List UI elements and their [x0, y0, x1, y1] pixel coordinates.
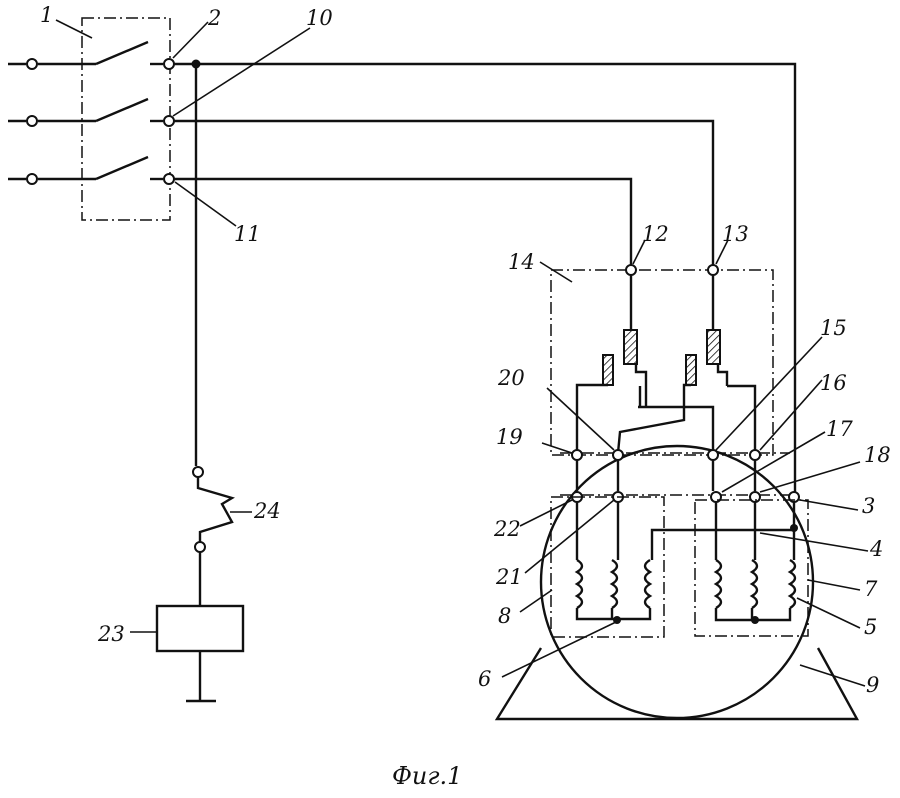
label-7: 7	[864, 577, 878, 601]
label-14: 14	[508, 250, 535, 274]
terminal-10	[163, 115, 175, 127]
terminal-16	[749, 449, 761, 461]
label-8: 8	[498, 604, 511, 628]
leader-lines	[55, 19, 869, 687]
terminal-12	[625, 264, 637, 276]
label-5: 5	[864, 615, 877, 639]
label-4: 4	[869, 537, 883, 561]
switch-enclosure	[81, 17, 171, 221]
label-2: 2	[207, 6, 221, 30]
label-1: 1	[40, 3, 53, 27]
label-13: 13	[722, 222, 749, 246]
motor	[494, 444, 860, 721]
motor-base	[494, 647, 860, 721]
label-15: 15	[820, 316, 847, 340]
commutator-block	[550, 264, 774, 456]
terminal-rows	[560, 449, 800, 503]
windings	[550, 496, 809, 638]
relay-terminal-top	[192, 466, 204, 478]
terminal-11	[163, 173, 175, 185]
terminal-2	[163, 58, 175, 70]
feed-lines	[174, 59, 797, 492]
terminal-15	[707, 449, 719, 461]
label-21: 21	[495, 565, 523, 589]
terminal-20	[612, 449, 624, 461]
label-22: 22	[493, 517, 521, 541]
label-9: 9	[866, 673, 879, 697]
block-14-enclosure	[550, 269, 774, 456]
label-24: 24	[253, 499, 281, 523]
load-23-box	[155, 604, 245, 653]
label-12: 12	[642, 222, 669, 246]
winding-group-8	[550, 496, 665, 638]
switch-block	[8, 17, 175, 221]
label-17: 17	[826, 417, 853, 441]
label-11: 11	[234, 222, 261, 246]
motor-housing	[539, 444, 815, 720]
terminal-13	[707, 264, 719, 276]
label-6: 6	[478, 667, 491, 691]
winding-group-7	[694, 499, 809, 637]
label-20: 20	[497, 366, 525, 390]
label-3: 3	[862, 494, 875, 518]
label-23: 23	[97, 622, 125, 646]
relay-terminal-bottom	[194, 541, 206, 553]
label-18: 18	[864, 443, 891, 467]
label-10: 10	[306, 6, 333, 30]
label-16: 16	[820, 371, 847, 395]
terminal-19	[571, 449, 583, 461]
labels: 1 2 10 11 12 13 14 15 16 17 18 19 20 21 …	[40, 3, 891, 697]
relay-branch	[155, 466, 245, 703]
label-19: 19	[496, 425, 523, 449]
figure-caption: Фиг.1	[392, 762, 462, 790]
